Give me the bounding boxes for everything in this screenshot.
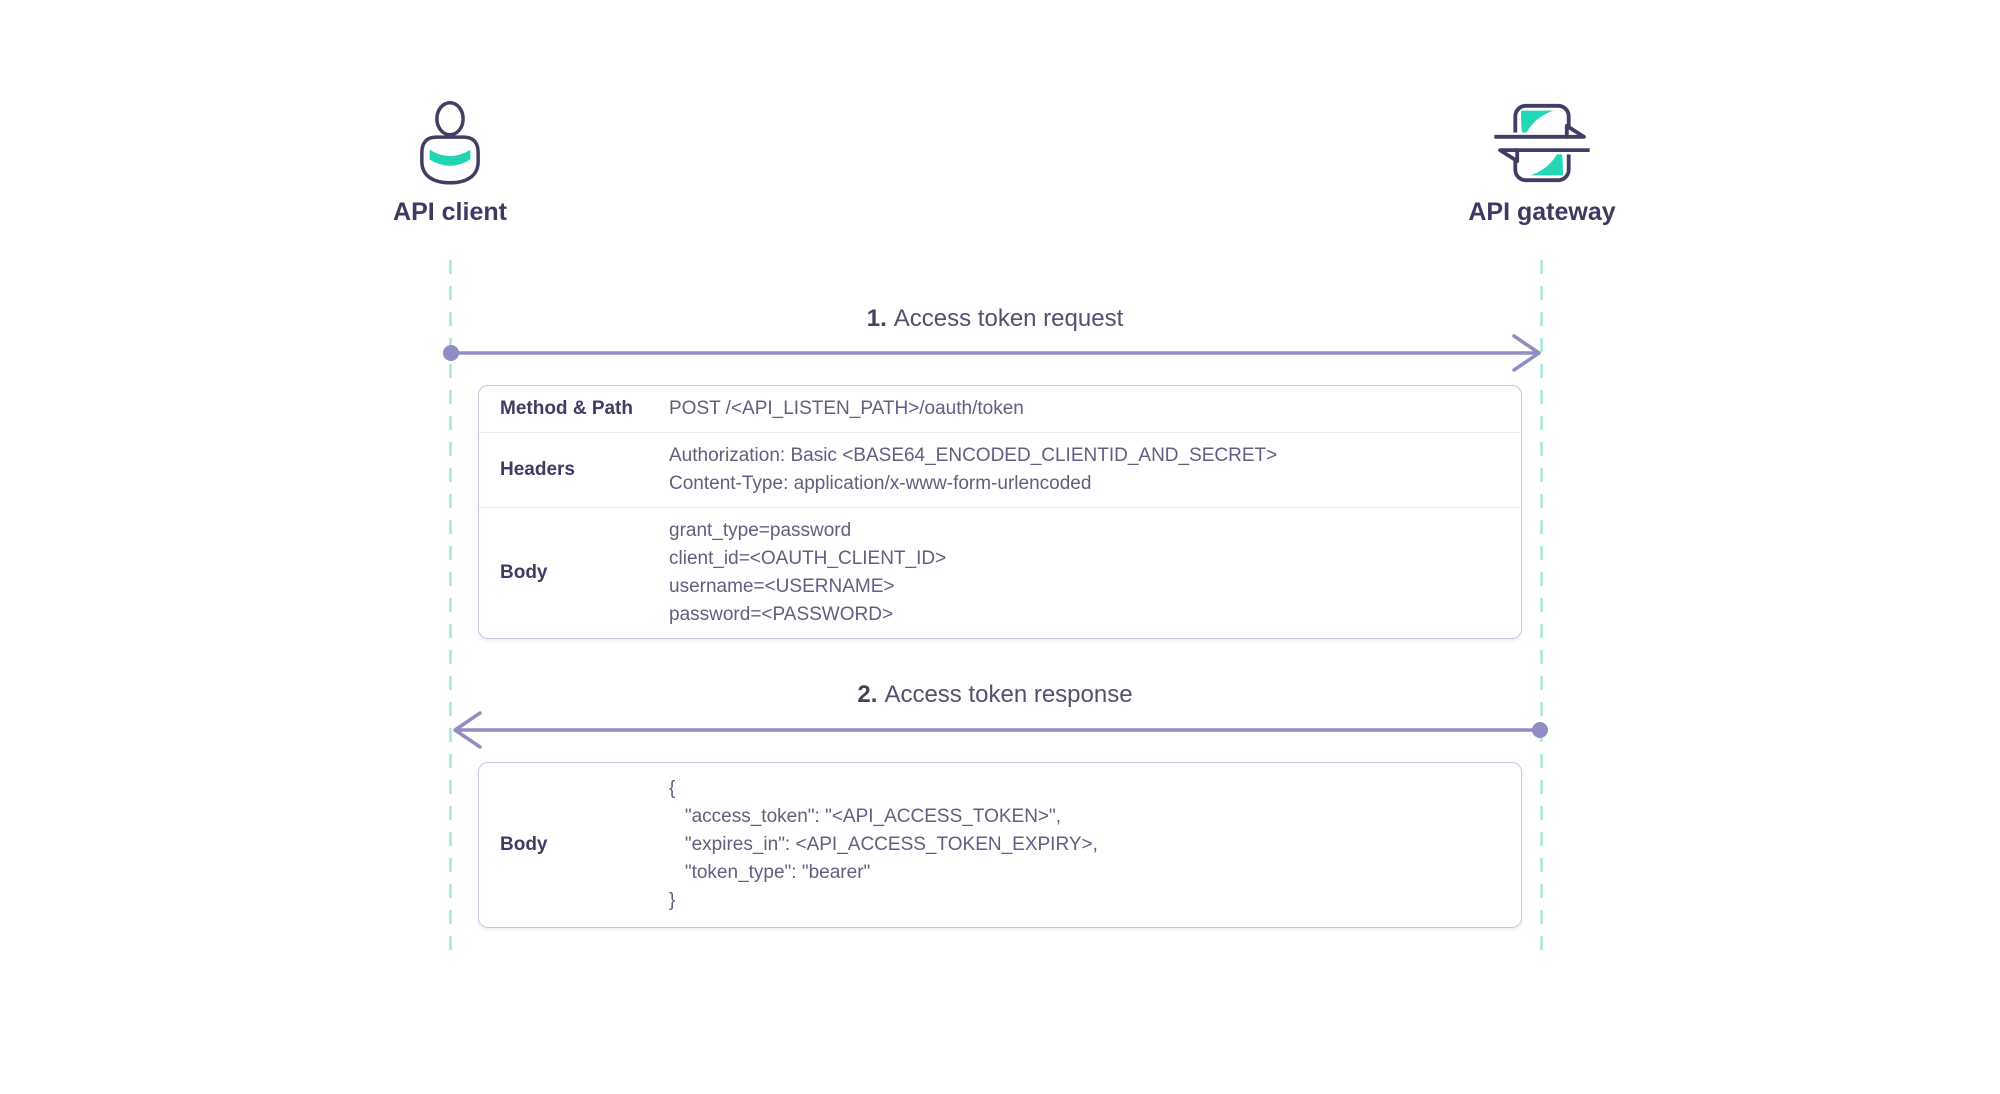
body-line: username=<USERNAME> <box>669 576 895 597</box>
json-line: { <box>669 778 676 799</box>
request-arrow-origin-dot <box>443 345 459 361</box>
response-arrow-head <box>453 711 482 749</box>
body-line: password=<PASSWORD> <box>669 604 894 625</box>
response-details-table: Body { "access_token": "<API_ACCESS_TOKE… <box>478 762 1522 928</box>
json-line: "access_token": "<API_ACCESS_TOKEN>", <box>669 806 1062 827</box>
actor-api-gateway: API gateway <box>1432 100 1652 227</box>
table-row-body: Body { "access_token": "<API_ACCESS_TOKE… <box>479 763 1521 927</box>
json-line: "expires_in": <API_ACCESS_TOKEN_EXPIRY>, <box>669 834 1098 855</box>
row-label: Headers <box>500 459 575 480</box>
body-line: client_id=<OAUTH_CLIENT_ID> <box>669 548 947 569</box>
header-line: Content-Type: application/x-www-form-url… <box>669 473 1092 494</box>
request-arrow <box>443 334 1541 372</box>
message-1-text: Access token request <box>893 305 1124 332</box>
message-1-label: 1.Access token request <box>450 305 1540 333</box>
row-label: Body <box>500 834 548 855</box>
json-line: } <box>669 890 676 911</box>
request-arrow-head <box>1512 334 1541 372</box>
row-label: Body <box>500 562 548 583</box>
table-row-method-path: Method & Path POST /<API_LISTEN_PATH>/oa… <box>479 386 1521 432</box>
message-1-number: 1. <box>866 305 887 332</box>
message-2-text: Access token response <box>884 681 1133 708</box>
response-arrow <box>453 711 1548 749</box>
actor-label-api-gateway: API gateway <box>1468 198 1616 226</box>
api-gateway-icon <box>1492 103 1592 183</box>
actor-label-api-client: API client <box>393 198 507 226</box>
response-arrow-origin-dot <box>1532 722 1548 738</box>
request-details-table: Method & Path POST /<API_LISTEN_PATH>/oa… <box>478 385 1522 639</box>
message-2-number: 2. <box>857 681 878 708</box>
table-row-headers: Headers Authorization: Basic <BASE64_ENC… <box>479 432 1521 507</box>
actor-api-client: API client <box>340 100 560 227</box>
table-row-body: Body grant_type=password client_id=<OAUT… <box>479 507 1521 638</box>
header-line: Authorization: Basic <BASE64_ENCODED_CLI… <box>669 445 1278 466</box>
row-label: Method & Path <box>500 398 633 419</box>
body-line: grant_type=password <box>669 520 852 541</box>
user-icon <box>420 100 480 185</box>
json-line: "token_type": "bearer" <box>669 862 871 883</box>
message-2-label: 2.Access token response <box>450 681 1540 709</box>
method-path-value: POST /<API_LISTEN_PATH>/oauth/token <box>669 398 1024 419</box>
